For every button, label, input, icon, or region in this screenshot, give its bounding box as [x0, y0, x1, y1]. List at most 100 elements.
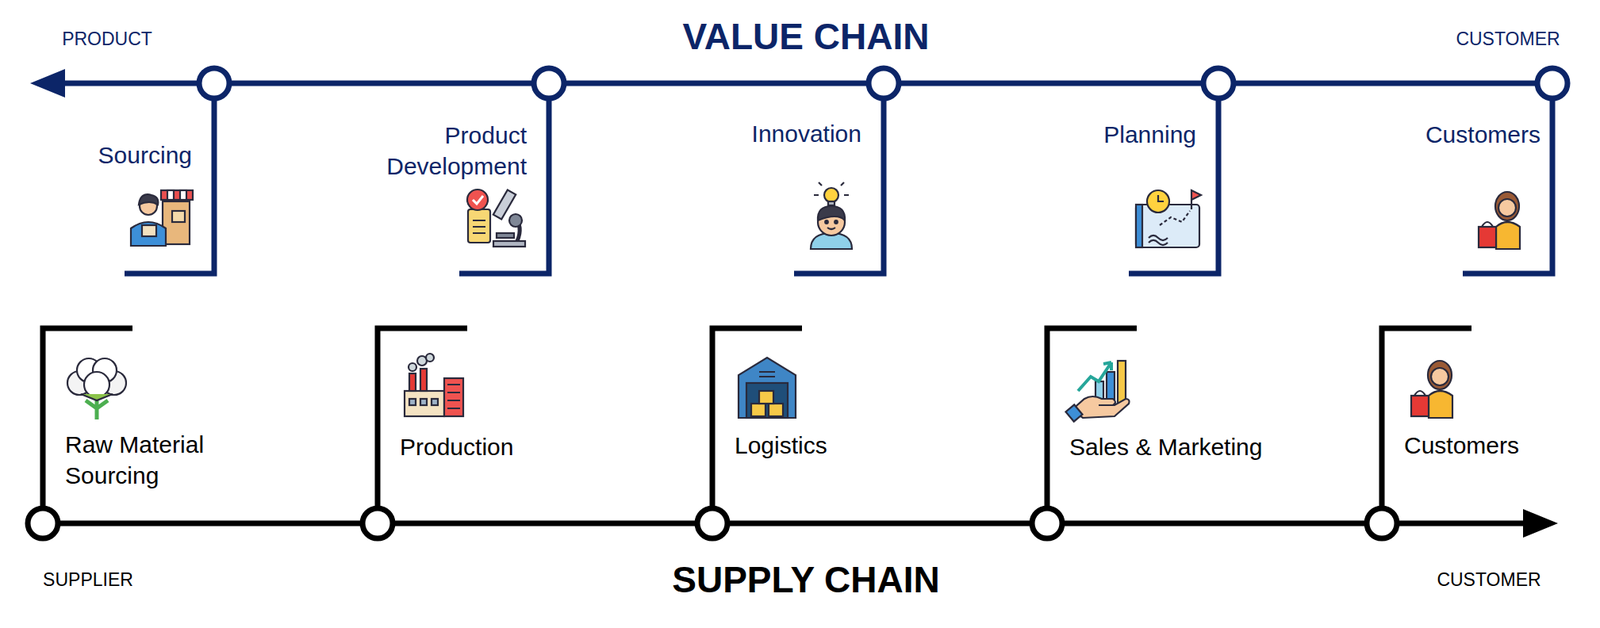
factory-icon [431, 399, 438, 406]
supply-chain-stop [362, 508, 393, 539]
end-label: CUSTOMER [1436, 569, 1541, 591]
value-chain-line [124, 83, 215, 274]
value-chain-stop [1537, 68, 1568, 99]
sales-marketing-icon [1117, 360, 1126, 404]
product-development-icon [472, 220, 486, 234]
factory-icon [404, 353, 464, 417]
value-chain-stop [199, 68, 230, 99]
value-step: Innovation [686, 118, 862, 151]
factory-icon [409, 373, 416, 392]
supply-step: Customers [1404, 429, 1587, 463]
factory-icon [420, 368, 427, 392]
value-step: Product Development [352, 119, 527, 184]
supply-step: Raw Material Sourcing [65, 429, 256, 493]
cotton-icon [80, 394, 113, 401]
supply-chain-line [42, 328, 1528, 524]
innovation-icon [827, 227, 836, 230]
supply-step: Production [399, 431, 654, 465]
planning-icon [1135, 204, 1200, 248]
innovation-icon [824, 188, 839, 203]
end-label: CUSTOMER [1455, 28, 1560, 50]
supply-chain-stop [697, 508, 728, 539]
product-development-icon [472, 195, 484, 204]
sourcing-icon [130, 222, 166, 246]
chain-title: SUPPLY CHAIN [671, 558, 940, 602]
sourcing-icon [138, 194, 158, 205]
warehouse-icon [746, 383, 788, 419]
customer-icon [1498, 199, 1516, 217]
supply-chain-stop [1032, 508, 1063, 539]
supply-chain-line [42, 521, 1528, 527]
innovation-icon [834, 220, 838, 224]
value-chain-line [1128, 83, 1219, 274]
cotton-icon [84, 372, 110, 398]
customer-icon [1478, 226, 1497, 248]
end-label: SUPPLIER [42, 569, 134, 591]
planning-icon [1191, 190, 1201, 210]
factory-icon [420, 399, 427, 406]
step-label: Sales & Marketing [1069, 431, 1355, 463]
sourcing-icon [162, 201, 190, 245]
customer-icon [1478, 191, 1520, 250]
product-development-icon [496, 233, 515, 238]
supply-chain-stop [27, 508, 58, 539]
factory-icon [404, 391, 445, 417]
sourcing-icon [130, 190, 193, 246]
customer-icon [1431, 368, 1449, 386]
customer-icon [1495, 191, 1520, 221]
customer-icon [1481, 222, 1493, 227]
product-development-icon [467, 189, 526, 247]
planning-icon [1135, 190, 1201, 248]
innovation-icon [810, 182, 852, 250]
warehouse-icon [768, 403, 783, 417]
value-step: Customers [1365, 118, 1541, 152]
customer-icon [1411, 395, 1429, 417]
sales-marketing-icon [1078, 362, 1112, 392]
step-label: Innovation [686, 118, 862, 150]
factory-icon [408, 363, 417, 372]
warehouse-icon [751, 403, 766, 417]
supply-chain-arrowhead [1523, 509, 1558, 538]
sourcing-icon [180, 190, 187, 200]
factory-icon [447, 384, 461, 409]
product-development-icon [509, 214, 522, 227]
customer-icon [1496, 222, 1520, 250]
supply-chain-stop [27, 508, 1397, 539]
value-chain-stop [199, 68, 1568, 99]
supply-chain-line [42, 328, 133, 524]
supply-step: Logistics [734, 429, 989, 463]
product-development-icon [493, 241, 526, 247]
cotton-icon [67, 358, 127, 420]
value-chain-line [55, 83, 1553, 274]
product-development-icon [468, 209, 491, 243]
supply-chain-line [712, 328, 802, 524]
sourcing-icon [161, 190, 193, 200]
planning-icon [1159, 211, 1190, 226]
factory-icon [409, 399, 416, 406]
step-label: Production [399, 431, 654, 463]
value-chain-line [55, 80, 1553, 87]
value-chain-arrowhead [30, 69, 66, 98]
step-label: Raw Material Sourcing [65, 429, 256, 492]
sourcing-icon [167, 190, 174, 200]
value-step: Planning [1021, 118, 1197, 152]
planning-icon [1158, 195, 1164, 202]
supply-chain-line [1047, 328, 1137, 524]
sales-marketing-icon [1065, 404, 1083, 422]
planning-icon [1147, 190, 1170, 213]
innovation-icon [824, 220, 829, 224]
sourcing-icon [141, 225, 157, 237]
chain-title: VALUE CHAIN [682, 15, 930, 58]
value-chain-line [1462, 83, 1553, 274]
value-chain-line [794, 83, 884, 274]
warehouse-icon [738, 357, 796, 419]
supply-chain-line [377, 328, 468, 524]
planning-icon [1135, 204, 1143, 248]
step-label: Customers [1404, 429, 1587, 461]
value-chain-stop [1203, 68, 1234, 99]
warehouse-icon [759, 372, 776, 377]
planning-icon [1148, 235, 1168, 246]
sales-marketing-icon [1065, 360, 1129, 423]
